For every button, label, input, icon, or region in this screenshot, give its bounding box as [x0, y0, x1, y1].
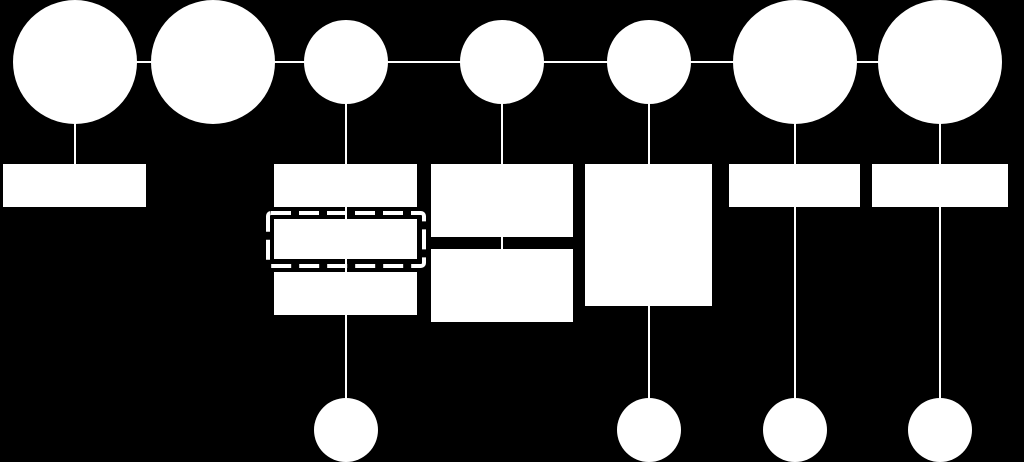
bottom-node-1[interactable]	[314, 398, 378, 462]
top-nodes	[13, 0, 1002, 124]
box-1[interactable]	[3, 164, 146, 207]
box-5[interactable]	[431, 164, 573, 237]
bottom-node-3[interactable]	[763, 398, 827, 462]
bottom-node-4[interactable]	[908, 398, 972, 462]
top-node-6[interactable]	[733, 0, 857, 124]
box-8[interactable]	[729, 164, 860, 207]
top-node-7[interactable]	[878, 0, 1002, 124]
bottom-nodes	[314, 398, 972, 462]
top-node-1[interactable]	[13, 0, 137, 124]
box-6[interactable]	[431, 249, 573, 322]
highlight-dashed-border	[266, 211, 426, 268]
box-7[interactable]	[585, 164, 712, 306]
box-9[interactable]	[872, 164, 1008, 207]
box-2[interactable]	[274, 164, 417, 207]
top-node-4[interactable]	[460, 20, 544, 104]
bottom-node-2[interactable]	[617, 398, 681, 462]
top-node-2[interactable]	[151, 0, 275, 124]
box-4[interactable]	[274, 272, 417, 315]
box-3[interactable]	[274, 219, 417, 259]
top-node-3[interactable]	[304, 20, 388, 104]
boxes	[3, 164, 1008, 322]
top-node-5[interactable]	[607, 20, 691, 104]
